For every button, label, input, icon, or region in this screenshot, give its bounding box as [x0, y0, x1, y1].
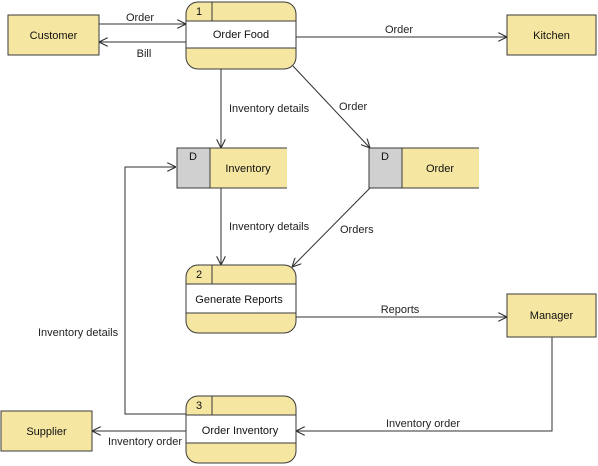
flow-reports[interactable]: Reports [296, 304, 507, 317]
store-inventory-label: Inventory [225, 163, 271, 175]
flow-label-orders: Orders [340, 224, 374, 236]
entity-supplier-label: Supplier [26, 426, 67, 438]
flow-order-to-store[interactable]: Order [292, 65, 370, 148]
flow-label-inventory-order-to-supplier: Inventory order [108, 436, 182, 448]
process-order-food-label: Order Food [213, 29, 269, 41]
store-inventory[interactable]: D Inventory [176, 147, 287, 189]
process-generate-reports-label: Generate Reports [195, 294, 283, 306]
flow-label-inventory-details-2: Inventory details [229, 221, 310, 233]
flow-inventory-details-2[interactable]: Inventory details [221, 188, 310, 265]
flow-label-reports: Reports [381, 304, 420, 316]
flow-label-customer-order: Order [126, 12, 154, 24]
entity-supplier[interactable]: Supplier [0, 410, 93, 452]
flow-label-order-to-kitchen: Order [385, 24, 413, 36]
flow-inventory-details-3[interactable]: Inventory details [38, 167, 186, 415]
flow-inventory-details-1[interactable]: Inventory details [221, 69, 310, 148]
flow-inventory-order-from-manager[interactable]: Inventory order [296, 337, 553, 431]
flow-label-inventory-order-from-manager: Inventory order [386, 418, 460, 430]
store-order-id: D [381, 151, 389, 163]
store-inventory-id: D [189, 151, 197, 163]
entity-customer[interactable]: Customer [7, 14, 100, 56]
flow-label-inventory-details-1: Inventory details [229, 103, 310, 115]
flow-order-to-kitchen[interactable]: Order [296, 24, 507, 37]
process-order-food-id: 1 [196, 6, 202, 18]
store-order-label: Order [426, 163, 454, 175]
flow-label-inventory-details-3: Inventory details [38, 327, 119, 339]
flow-label-bill: Bill [137, 48, 152, 60]
flow-orders[interactable]: Orders [292, 187, 374, 267]
process-generate-reports[interactable]: 2 Generate Reports [185, 264, 297, 334]
store-order[interactable]: D Order [368, 147, 479, 189]
process-order-inventory[interactable]: 3 Order Inventory [185, 395, 297, 464]
entity-manager[interactable]: Manager [506, 293, 597, 338]
process-order-inventory-label: Order Inventory [202, 425, 279, 437]
entity-customer-label: Customer [30, 30, 78, 42]
process-order-inventory-id: 3 [196, 400, 202, 412]
process-generate-reports-id: 2 [196, 269, 202, 281]
entity-kitchen[interactable]: Kitchen [506, 14, 597, 56]
flow-bill[interactable]: Bill [99, 42, 186, 60]
entity-manager-label: Manager [530, 310, 574, 322]
entity-kitchen-label: Kitchen [533, 30, 570, 42]
flow-customer-order[interactable]: Order [99, 12, 186, 24]
process-order-food[interactable]: 1 Order Food [185, 1, 297, 70]
flow-label-order-to-store: Order [339, 101, 367, 113]
flow-inventory-order-to-supplier[interactable]: Inventory order [92, 431, 186, 448]
